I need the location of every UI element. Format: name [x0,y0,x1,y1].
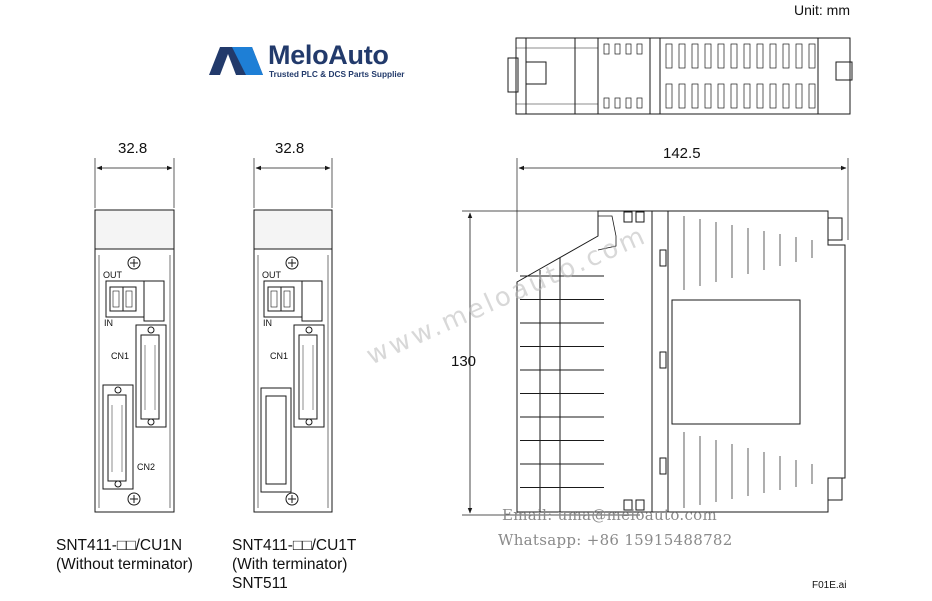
label-cn1-middle: CN1 [270,351,289,361]
top-vent-slot [808,83,816,109]
label-cn1-left: CN1 [111,351,130,361]
top-vent-slot [769,83,777,109]
top-vent-slot [665,83,673,109]
caption-with-terminator: SNT411-□□/CU1T (With terminator) SNT511 [232,536,356,593]
top-vent-slot [756,43,764,69]
top-vent-slot [743,43,751,69]
label-in-middle: IN [263,318,272,328]
dimension-width-left: 32.8 [118,140,148,157]
top-vent-slot [795,43,803,69]
top-vent-slot [691,83,699,109]
top-vent-slot [636,43,643,55]
label-cn2-left: CN2 [137,462,156,472]
top-vent-slot [808,43,816,69]
unit-label: Unit: mm [794,2,850,18]
top-vent-slot [704,83,712,109]
brand-tagline: Trusted PLC & DCS Parts Supplier [269,69,405,79]
file-id: F01E.ai [812,580,847,591]
top-vent-slot [782,83,790,109]
top-vent-slot [625,97,632,109]
top-vent-slot [704,43,712,69]
front-view-without-terminator [94,158,175,513]
top-vent-slot [625,43,632,55]
brand-name: MeloAuto [268,40,389,70]
top-vent-slot [678,43,686,69]
top-vent-slot [603,43,610,55]
brand-logo-icon [209,47,263,75]
top-vent-slot [717,43,725,69]
top-vent-slot [743,83,751,109]
caption-left-model: SNT411-□□/CU1N [56,537,183,554]
dimension-depth: 142.5 [663,145,701,162]
side-view [462,158,849,516]
front-view-with-terminator [253,158,333,513]
top-vent-slot [614,97,621,109]
caption-middle-note: (With terminator) [232,556,348,573]
contact-whatsapp: Whatsapp: +86 15915488782 [498,531,733,549]
label-in-left: IN [104,318,113,328]
top-vent-slot [756,83,764,109]
top-vent-slot [730,83,738,109]
top-vent-slot [614,43,621,55]
top-vent-slot [603,97,610,109]
top-vent-slot [730,43,738,69]
caption-middle-model-2: SNT511 [232,575,288,592]
dimension-height: 130 [451,353,477,370]
top-vent-slot [782,43,790,69]
top-vent-slot [636,97,643,109]
caption-middle-model: SNT411-□□/CU1T [232,537,357,554]
brand-logo: MeloAuto Trusted PLC & DCS Parts Supplie… [206,40,406,80]
top-vent-slot [717,83,725,109]
caption-left-note: (Without terminator) [56,556,193,573]
caption-without-terminator: SNT411-□□/CU1N (Without terminator) [56,536,193,574]
label-out-left: OUT [103,270,122,280]
dimension-width-middle: 32.8 [275,140,305,157]
top-vent-slot [665,43,673,69]
label-out-middle: OUT [262,270,281,280]
contact-email: Email: uma@meloauto.com [502,506,718,524]
top-view [507,37,853,115]
top-vent-slot [678,83,686,109]
top-vent-slot [795,83,803,109]
top-vent-slot [691,43,699,69]
top-vent-slot [769,43,777,69]
